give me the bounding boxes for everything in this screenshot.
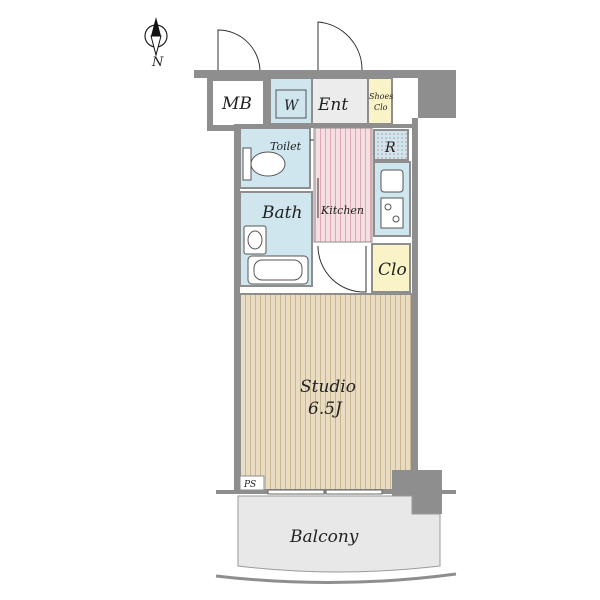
- kitchen-label: Kitchen: [320, 204, 364, 217]
- shoes-clo-label-1: Shoes: [369, 92, 393, 101]
- toilet-icon: [242, 147, 286, 181]
- bathtub-icon: [247, 255, 309, 285]
- shoes-closet: [367, 77, 393, 125]
- studio-size-label: 6.5J: [308, 399, 343, 419]
- mb-room: [207, 75, 269, 131]
- ent-label: Ent: [317, 95, 348, 115]
- toilet-label: Toilet: [270, 140, 302, 153]
- clo-label: Clo: [378, 260, 407, 280]
- fridge-area: [373, 129, 409, 161]
- shoes-clo-label-2: Clo: [374, 103, 388, 112]
- kitchen-sink-icon: [380, 169, 404, 193]
- washer-area: [269, 77, 313, 125]
- sink-icon: [243, 225, 267, 255]
- stove-icon: [380, 197, 404, 229]
- north-compass-icon: N: [144, 17, 168, 70]
- balcony-area: [237, 495, 441, 573]
- top-wall: [194, 70, 456, 78]
- entrance-area: [311, 77, 369, 125]
- studio-label: Studio: [300, 377, 356, 397]
- mb-label: MB: [221, 94, 252, 114]
- w-label: W: [284, 98, 300, 114]
- compass-label: N: [151, 55, 164, 70]
- balcony-label: Balcony: [289, 527, 359, 547]
- washer-icon: [275, 89, 307, 119]
- kitchen-area: [313, 127, 373, 243]
- ps-label: PS: [243, 480, 256, 490]
- top-door-arcs: [217, 21, 363, 73]
- r-label: R: [384, 140, 396, 156]
- window-sash: [267, 489, 383, 495]
- studio-door-arc: [317, 245, 367, 293]
- bath-label: Bath: [261, 203, 302, 223]
- outer-walls: [234, 118, 418, 494]
- closet: [371, 243, 411, 293]
- top-right-pillar: [418, 70, 456, 118]
- balcony-rail: [215, 572, 457, 585]
